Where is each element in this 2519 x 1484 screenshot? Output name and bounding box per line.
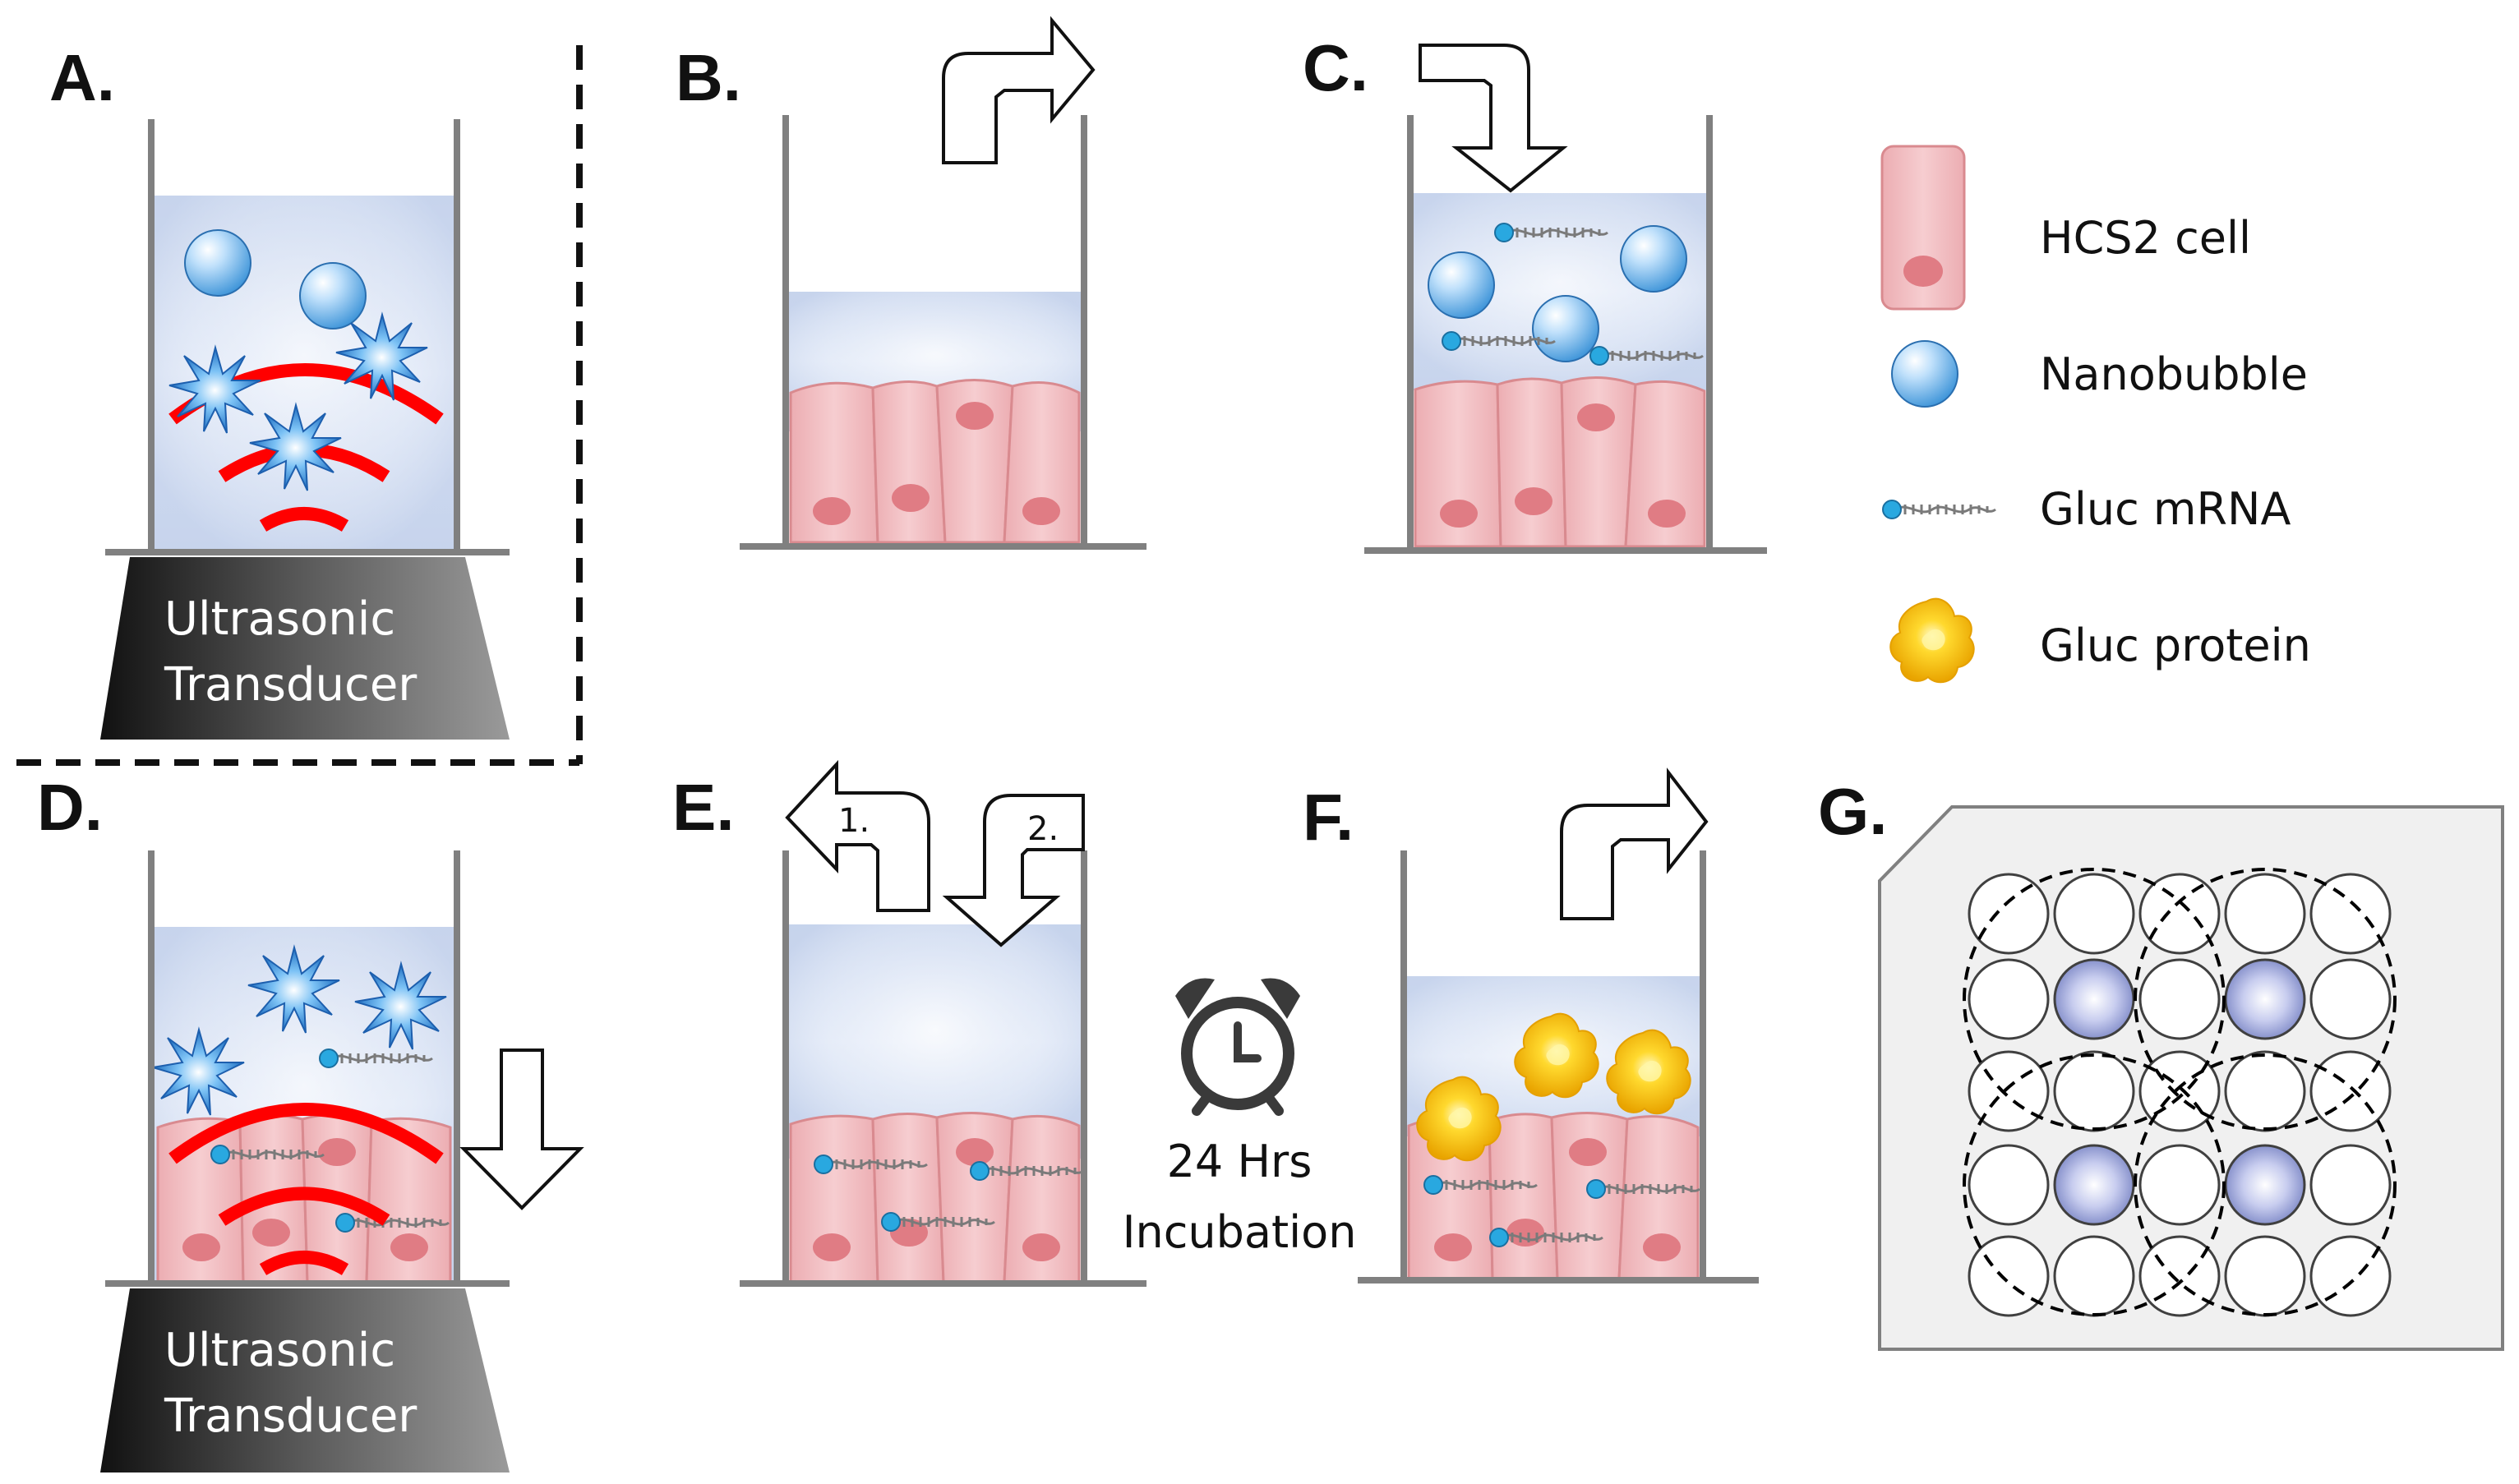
ultrasound-wave-icon (259, 507, 349, 532)
panel-a-label: A. (49, 41, 115, 114)
legend-nanobubble-label: Nanobubble (2040, 348, 2308, 400)
ultrasonic-transducer-d (100, 1288, 510, 1472)
treated-well (2224, 958, 2306, 1040)
nanobubble-icon (1532, 295, 1599, 362)
well (1968, 958, 2050, 1040)
panel-e: E. 1. 2. (672, 759, 1146, 1287)
well (2309, 873, 2392, 955)
arrow-icon (1419, 44, 1568, 193)
well (2309, 1144, 2392, 1226)
protein-icon (1889, 597, 1975, 684)
ultrasound-field-overlay (1963, 868, 2397, 1316)
alarm-clock-icon (1175, 978, 1300, 1116)
well (2309, 958, 2392, 1040)
legend-mrna-label: Gluc mRNA (2040, 483, 2291, 535)
panel-f-label: F. (1303, 781, 1354, 854)
well (1968, 873, 2050, 955)
treated-well (2053, 958, 2135, 1040)
well (2224, 1235, 2306, 1317)
well (2053, 1050, 2135, 1132)
arrow-icon (942, 794, 1085, 947)
legend-protein-label: Gluc protein (2040, 620, 2311, 671)
legend-cell-label: HCS2 cell (2040, 212, 2251, 264)
incubation-time: 24 Hrs (1167, 1136, 1313, 1187)
well (2053, 873, 2135, 955)
ultrasound-wave-icon (259, 1251, 349, 1275)
treated-well (2053, 1144, 2135, 1226)
transducer-d-line1: Ultrasonic (164, 1324, 395, 1377)
well (2138, 873, 2221, 955)
panel-f: F. (1303, 767, 1759, 1284)
panel-d-label: D. (37, 771, 103, 844)
well (2224, 1050, 2306, 1132)
cell-layer-b (789, 379, 1081, 544)
panel-b: B. (676, 16, 1146, 550)
panel-g-label: G. (1818, 775, 1887, 848)
ultrasound-field-circle (1963, 1053, 2226, 1316)
panel-c-label: C. (1303, 31, 1368, 104)
well (2053, 1235, 2135, 1317)
arrow-step-2: 2. (1027, 810, 1059, 848)
panel-b-label: B. (676, 41, 741, 114)
panel-d: D. Ultrasonic Transducer (37, 771, 584, 1472)
well (1968, 1144, 2050, 1226)
ultrasound-field-circle (1963, 868, 2226, 1131)
panel-a: A. Ultrasonic Transducer (49, 41, 510, 740)
well-grid (1968, 873, 2392, 1317)
arrow-icon (942, 16, 1096, 164)
ultrasound-wave-icon (218, 1187, 390, 1226)
nanobubble-icon (299, 262, 367, 330)
transducer-a-line1: Ultrasonic (164, 592, 395, 646)
transducer-d-line2: Transducer (164, 1390, 418, 1443)
arrow-icon (1560, 767, 1709, 920)
treated-well (2224, 1144, 2306, 1226)
panel-g: G. (1818, 775, 2504, 1351)
nanobubble-icon (1620, 225, 1687, 293)
panel-c: C. (1303, 31, 1767, 554)
mrna-icon (1881, 499, 1997, 520)
arrow-icon (785, 759, 930, 912)
panel-e-label: E. (672, 771, 735, 844)
nanobubble-icon (1891, 340, 1958, 408)
incubation-label: Incubation (1123, 1206, 1357, 1258)
cell-layer-e (789, 1112, 1081, 1284)
well (1968, 1235, 2050, 1317)
nanobubble-icon (184, 229, 251, 297)
ultrasonic-transducer-a (100, 557, 510, 740)
legend: HCS2 cell Nanobubble Gluc mRNA Gluc prot… (1880, 145, 2311, 684)
incubation-step: 24 Hrs Incubation (1123, 978, 1357, 1258)
nanobubble-icon (1428, 251, 1495, 319)
well (2224, 873, 2306, 955)
ultrasound-field-circle (2134, 1053, 2397, 1316)
arrow-step-1: 1. (838, 802, 870, 840)
well (2138, 1144, 2221, 1226)
transducer-a-line2: Transducer (164, 658, 418, 712)
ultrasound-field-circle (2134, 868, 2397, 1131)
arrow-icon (459, 1048, 584, 1210)
cell-layer-c (1414, 376, 1706, 548)
well (2138, 958, 2221, 1040)
cell-icon (1880, 145, 1966, 311)
ultrasound-wave-icon (168, 1103, 444, 1164)
